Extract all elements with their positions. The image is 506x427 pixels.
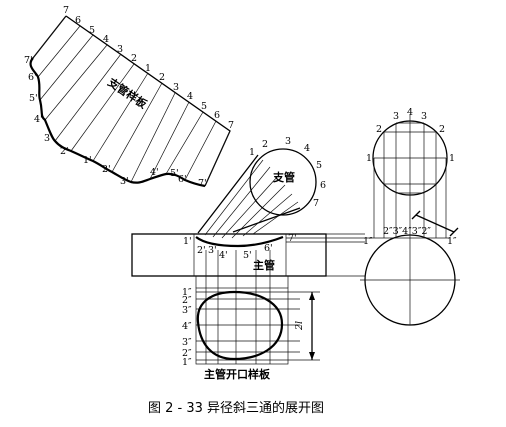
number-label: 7': [288, 233, 297, 244]
number-label: 4: [103, 34, 109, 45]
number-label: 7: [313, 198, 319, 209]
number-label: 3': [208, 245, 217, 256]
number-label: 6': [264, 243, 273, 254]
number-label: 1: [449, 153, 455, 164]
number-label: 4: [407, 107, 413, 118]
number-label: 5': [243, 250, 252, 261]
number-label: 7': [198, 178, 207, 189]
number-label: 2: [159, 72, 165, 83]
number-label: 1″: [182, 287, 192, 298]
number-label: 2: [262, 139, 268, 150]
number-label: 4': [34, 114, 43, 125]
number-label: 3: [173, 82, 179, 93]
number-label: 5': [29, 93, 38, 104]
curve-numbers: 7' 6' 5' 4' 3' 2' 1' 2' 3' 4' 5' 6' 7': [24, 55, 207, 189]
branch-pipe-label: 支管: [272, 170, 295, 184]
number-label: 7': [24, 55, 33, 66]
main-joint-numbers: 1' 2' 3' 4' 5' 6' 7': [183, 233, 297, 261]
number-label: 3: [285, 136, 291, 147]
top-edge-numbers: 7 6 5 4 3 2 1 2 3 4 5 6 7: [63, 5, 234, 131]
main-pipe-label: 主管: [253, 258, 275, 272]
number-label: 6': [178, 174, 187, 185]
dim-2l-label: 2l: [294, 321, 305, 331]
number-label: 2: [439, 124, 445, 135]
number-label: 2': [197, 245, 206, 256]
figure-caption: 图 2 - 33 异径斜三通的展开图: [148, 400, 324, 416]
number-label: 4: [187, 91, 193, 102]
number-label: 6: [214, 110, 220, 121]
number-label: 5': [170, 168, 179, 179]
number-label: 4': [150, 167, 159, 178]
number-label: 2″: [182, 295, 192, 306]
number-label: 1: [249, 147, 255, 158]
number-label: 4': [219, 250, 228, 261]
number-label: 7: [228, 120, 234, 131]
number-label: 7: [63, 5, 69, 16]
number-label: 5: [89, 25, 95, 36]
opening-row-numbers: 1″ 2″ 3″ 4″ 3″ 2″ 1″: [182, 287, 192, 368]
number-label: 2: [131, 53, 137, 64]
number-label: 1″: [182, 357, 192, 368]
number-label: 2': [60, 146, 69, 157]
number-label: 1″: [447, 236, 457, 247]
number-label: 1: [366, 153, 372, 164]
side-view-numbers: 3 4 3 2 2 1 1 2″3″4″3″2″ 1″ 1″: [363, 107, 457, 247]
main-opening-label: 主管开口样板: [204, 367, 271, 381]
number-label: 1: [145, 63, 151, 74]
number-label: 2″3″4″3″2″: [383, 226, 431, 237]
number-label: 2: [376, 124, 382, 135]
number-label: 1″: [363, 236, 373, 247]
main-pipe-view: 主管: [131, 233, 450, 277]
number-label: 1': [83, 155, 92, 166]
branch-circle-numbers: 1 2 3 4 5 6 7: [249, 136, 326, 209]
number-label: 2″: [182, 348, 192, 359]
number-label: 4″: [182, 321, 192, 332]
main-opening-template: 2l 主管开口样板: [195, 250, 320, 381]
number-label: 3: [117, 44, 123, 55]
number-label: 5: [316, 160, 322, 171]
number-label: 3: [393, 111, 399, 122]
number-label: 2': [102, 164, 111, 175]
number-label: 5: [201, 101, 207, 112]
number-label: 3': [120, 176, 129, 187]
number-label: 3: [421, 111, 427, 122]
number-label: 3″: [182, 305, 192, 316]
number-label: 4: [304, 143, 310, 154]
side-view: [360, 115, 460, 326]
number-label: 6': [28, 72, 37, 83]
branch-pipe-view: 支管: [195, 148, 317, 248]
number-label: 3': [44, 133, 53, 144]
number-label: 6: [320, 180, 326, 191]
number-label: 3″: [182, 337, 192, 348]
number-label: 1': [183, 236, 192, 247]
number-label: 6: [75, 15, 81, 26]
